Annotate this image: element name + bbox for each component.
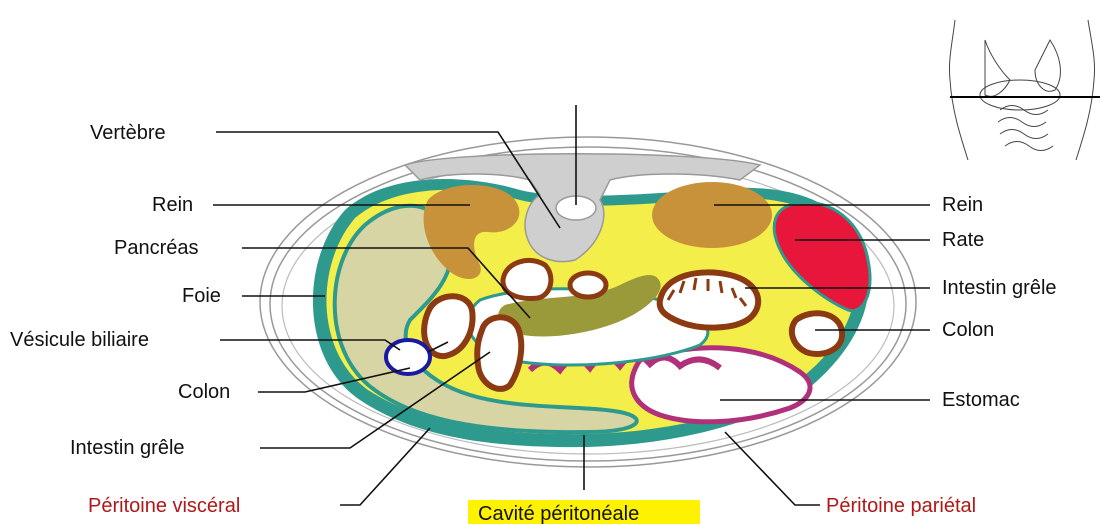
label-cavite: Cavité péritonéale: [478, 503, 639, 524]
label-intestin-right: Intestin grêle: [942, 277, 1057, 299]
label-intestin-left: Intestin grêle: [70, 437, 185, 459]
label-estomac: Estomac: [942, 389, 1020, 411]
torso-reference-icon: [949, 20, 1100, 160]
colon-right: [792, 313, 842, 354]
small-intestine-left: [477, 317, 521, 389]
label-peritoine-parietal: Péritoine pariétal: [826, 495, 976, 517]
label-rein-left: Rein: [152, 194, 193, 216]
label-pancreas: Pancréas: [114, 237, 199, 259]
colon-left: [424, 296, 472, 356]
label-foie: Foie: [182, 285, 221, 307]
label-rein-right: Rein: [942, 194, 983, 216]
label-peritoine-visceral: Péritoine viscéral: [88, 495, 240, 517]
kidney-right: [652, 182, 772, 248]
label-colon-right: Colon: [942, 319, 994, 341]
label-vesicule: Vésicule biliaire: [10, 329, 149, 351]
label-vertebre: Vertèbre: [90, 122, 166, 144]
small-intestine-right: [660, 272, 759, 327]
label-rate: Rate: [942, 229, 984, 251]
label-colon-left: Colon: [178, 381, 230, 403]
